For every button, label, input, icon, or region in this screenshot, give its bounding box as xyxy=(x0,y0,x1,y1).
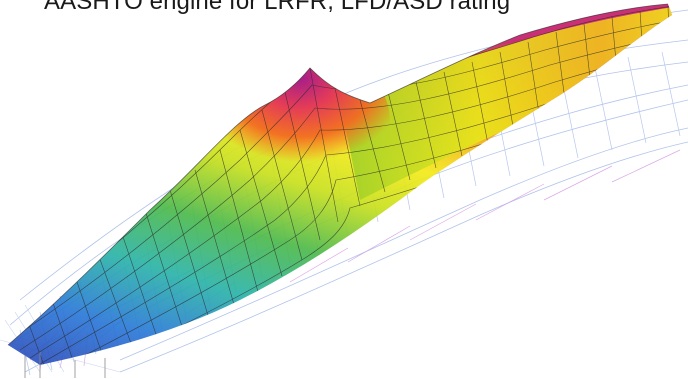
surface-mesh xyxy=(8,4,672,365)
slide-title: AASHTO engine for LRFR, LFD/ASD rating xyxy=(44,0,511,15)
surface-outline xyxy=(7,3,669,346)
support-posts xyxy=(24,352,106,378)
